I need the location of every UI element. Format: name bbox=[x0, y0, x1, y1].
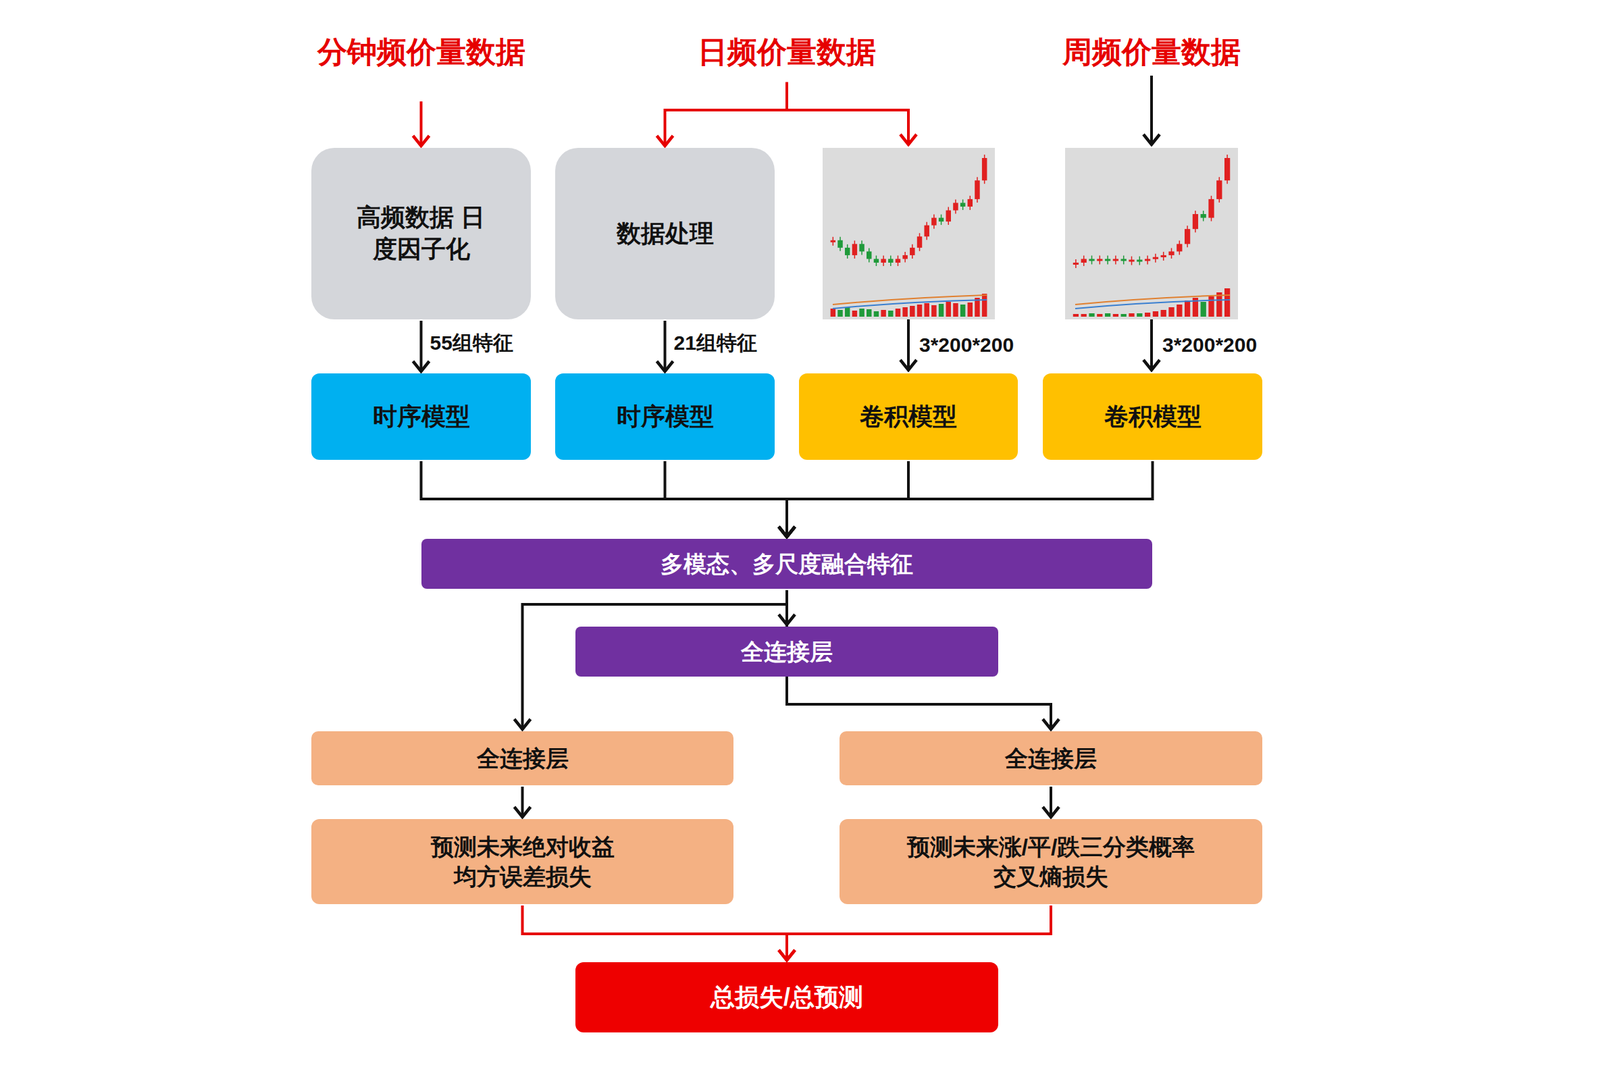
weekly-candles bbox=[1073, 154, 1230, 317]
connector-arrow bbox=[420, 101, 423, 146]
connector-arrow bbox=[786, 678, 1051, 730]
loss-box: 预测未来绝对收益 均方误差损失 bbox=[311, 819, 734, 905]
data-arrow bbox=[1150, 75, 1153, 145]
dense-layer-box: 全连接层 bbox=[575, 626, 999, 677]
connector-arrow bbox=[420, 320, 423, 372]
source-title: 分钟频价量数据 bbox=[303, 8, 539, 96]
connector-arrow bbox=[522, 905, 788, 961]
tensor-shape-label: 3*200*200 bbox=[1160, 333, 1259, 357]
total-loss-box: 总损失/总预测 bbox=[575, 962, 999, 1033]
sequence-model-box: 时序模型 bbox=[555, 373, 775, 460]
image-arrow bbox=[1150, 319, 1153, 371]
connector-arrow bbox=[786, 461, 1153, 537]
node-text: 时序模型 bbox=[616, 401, 714, 433]
sequence-model-box: 时序模型 bbox=[311, 373, 531, 460]
conv-model-box: 卷积模型 bbox=[1042, 373, 1263, 460]
node-text: 日频价量数据 bbox=[697, 32, 876, 71]
daily-candles bbox=[830, 154, 988, 317]
edge-label: 55组特征 bbox=[428, 329, 516, 358]
node-text: 分钟频价量数据 bbox=[317, 32, 526, 71]
dense-layer-box: 全连接层 bbox=[839, 731, 1263, 786]
node-text: 卷积模型 bbox=[859, 401, 958, 433]
node-text: 全连接层 bbox=[476, 743, 569, 774]
connector-arrow bbox=[665, 82, 788, 146]
node-text: 全连接层 bbox=[740, 636, 833, 667]
edge-label: 21组特征 bbox=[672, 329, 760, 358]
tensor-shape-label: 3*200*200 bbox=[917, 333, 1016, 357]
source-title: 日频价量数据 bbox=[681, 27, 893, 77]
connector-arrow bbox=[1049, 786, 1053, 818]
loss-box: 预测未来涨/平/跌三分类概率 交叉熵损失 bbox=[839, 819, 1263, 905]
node-text: 全连接层 bbox=[1004, 743, 1097, 774]
dense-layer-box: 全连接层 bbox=[311, 731, 734, 786]
process-box: 高频数据 日度因子化 bbox=[311, 147, 531, 320]
node-text: 预测未来涨/平/跌三分类概率 交叉熵损失 bbox=[896, 832, 1207, 892]
node-text: 总损失/总预测 bbox=[710, 982, 864, 1014]
connector-arrow bbox=[421, 461, 788, 537]
image-arrow bbox=[907, 319, 910, 371]
weekly-kline-chart bbox=[1065, 147, 1238, 320]
conv-model-box: 卷积模型 bbox=[798, 373, 1018, 460]
source-title: 周频价量数据 bbox=[1046, 27, 1257, 77]
node-text: 周频价量数据 bbox=[1062, 32, 1241, 71]
process-box: 数据处理 bbox=[555, 147, 775, 320]
data-arrow bbox=[786, 110, 909, 145]
node-text: 高频数据 日度因子化 bbox=[345, 201, 497, 266]
fusion-band: 多模态、多尺度融合特征 bbox=[421, 538, 1153, 589]
node-text: 卷积模型 bbox=[1104, 401, 1202, 433]
connector-arrow bbox=[786, 905, 1051, 961]
connector-arrow bbox=[521, 786, 525, 818]
node-text: 数据处理 bbox=[616, 218, 714, 250]
connector-arrow bbox=[665, 461, 788, 537]
node-text: 多模态、多尺度融合特征 bbox=[660, 549, 914, 579]
connector-arrow bbox=[663, 320, 667, 372]
node-text: 时序模型 bbox=[372, 401, 471, 433]
node-text: 预测未来绝对收益 均方误差损失 bbox=[426, 832, 620, 892]
daily-kline-chart bbox=[822, 147, 995, 320]
